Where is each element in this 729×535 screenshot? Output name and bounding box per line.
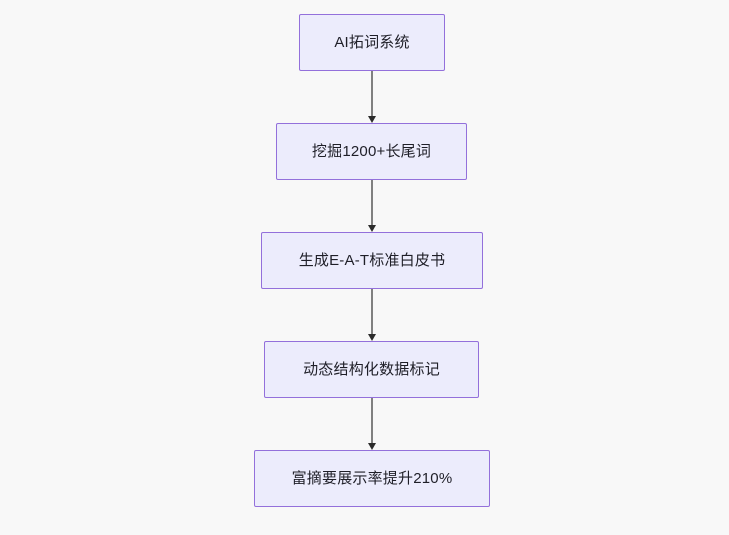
- edge-line: [371, 180, 373, 226]
- arrowhead-icon: [367, 116, 376, 123]
- flow-node-rich-snippet-impression-lift[interactable]: 富摘要展示率提升210%: [254, 450, 490, 507]
- flow-node-label: 富摘要展示率提升210%: [291, 469, 453, 487]
- flow-node-dynamic-structured-data-markup[interactable]: 动态结构化数据标记: [264, 341, 479, 398]
- arrowhead-icon: [367, 225, 376, 232]
- edge-line: [371, 71, 373, 117]
- edge-line: [371, 398, 373, 444]
- flow-node-label: 动态结构化数据标记: [303, 360, 440, 378]
- flow-node-label: 挖掘1200+长尾词: [311, 142, 432, 160]
- flow-node-ai-keyword-system[interactable]: AI拓词系统: [299, 14, 445, 71]
- arrowhead-icon: [367, 443, 376, 450]
- arrowhead-icon: [367, 334, 376, 341]
- flow-node-mine-longtail-keywords[interactable]: 挖掘1200+长尾词: [276, 123, 467, 180]
- edge-line: [371, 289, 373, 335]
- flow-node-label: 生成E-A-T标准白皮书: [298, 251, 446, 269]
- flow-node-label: AI拓词系统: [334, 33, 410, 51]
- flow-node-generate-eat-whitepaper[interactable]: 生成E-A-T标准白皮书: [261, 232, 483, 289]
